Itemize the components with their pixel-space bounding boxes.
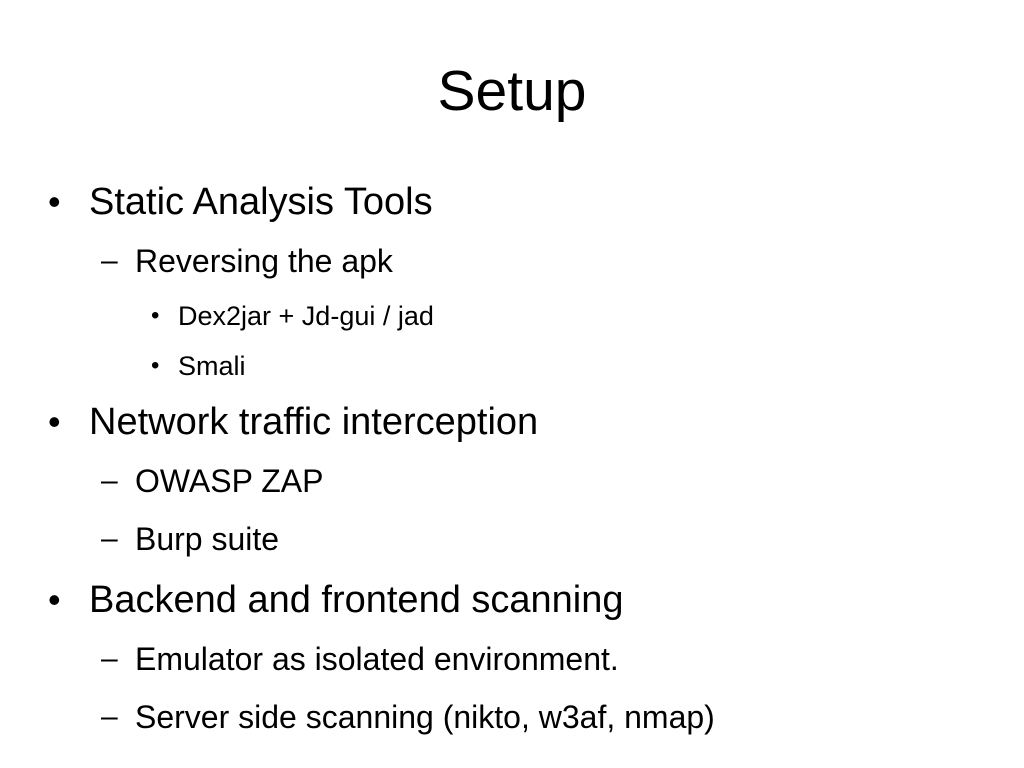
bullet-marker-icon: • [48,181,61,222]
bullet-item-level2: – Server side scanning (nikto, w3af, nma… [0,694,1024,752]
bullet-marker-icon: • [151,352,160,379]
bullet-text: Burp suite [135,521,280,557]
bullet-marker-icon: • [151,302,160,329]
bullet-item-level3: • Dex2jar + Jd-gui / jad [0,296,1024,346]
bullet-item-level1: • Static Analysis Tools [0,176,1024,238]
bullet-text: Static Analysis Tools [89,181,433,223]
bullet-text: Network traffic interception [89,401,539,443]
bullet-item-level1: • Backend and frontend scanning [0,574,1024,636]
dash-marker-icon: – [101,700,118,733]
bullet-text: Backend and frontend scanning [89,579,624,621]
bullet-item-level2: – Reversing the apk [0,238,1024,296]
slide-body-bullet-list: • Static Analysis Tools – Reversing the … [0,176,1024,752]
bullet-marker-icon: • [48,579,61,620]
dash-marker-icon: – [101,642,118,675]
dash-marker-icon: – [101,244,118,277]
bullet-text: OWASP ZAP [135,463,324,499]
bullet-text: Reversing the apk [135,243,393,279]
bullet-item-level2: – OWASP ZAP [0,458,1024,516]
bullet-marker-icon: • [48,401,61,442]
bullet-text: Dex2jar + Jd-gui / jad [178,301,434,331]
bullet-item-level2: – Burp suite [0,516,1024,574]
bullet-text: Emulator as isolated environment. [135,641,619,677]
dash-marker-icon: – [101,464,118,497]
bullet-item-level2: – Emulator as isolated environment. [0,636,1024,694]
bullet-item-level1: • Network traffic interception [0,396,1024,458]
bullet-item-level3: • Smali [0,346,1024,396]
bullet-text: Server side scanning (nikto, w3af, nmap) [135,699,715,735]
dash-marker-icon: – [101,522,118,555]
slide-title: Setup [437,59,587,123]
bullet-text: Smali [178,351,246,381]
